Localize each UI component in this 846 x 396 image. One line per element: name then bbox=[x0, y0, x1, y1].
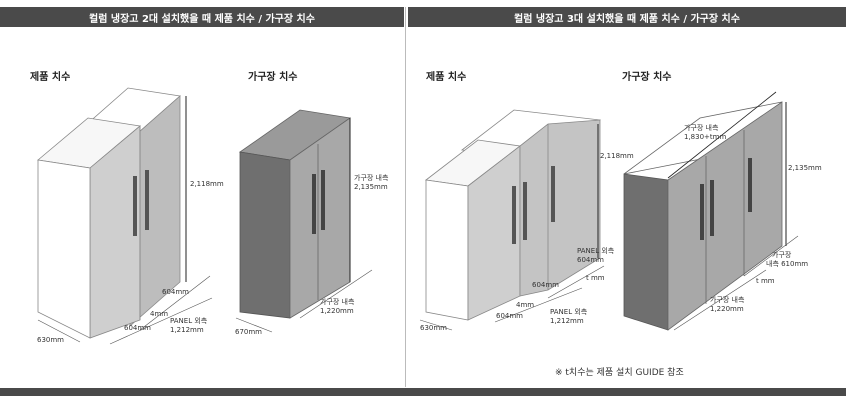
left-panel-value: 1,212mm bbox=[170, 326, 204, 334]
left-cabinet-depth: 670mm bbox=[235, 328, 262, 336]
install-guide-note: ※ t치수는 제품 설치 GUIDE 참조 bbox=[555, 368, 684, 378]
right-cabinet-height: 2,135mm bbox=[788, 164, 822, 172]
left-gap: 4mm bbox=[150, 310, 168, 318]
left-width-b: 604mm bbox=[124, 324, 151, 332]
panel-divider bbox=[405, 7, 406, 387]
right-cabinet-top-label: 가구장 내측 bbox=[684, 123, 719, 132]
right-panel-label: PANEL 외측 bbox=[550, 307, 588, 316]
left-product-fridge bbox=[37, 87, 181, 339]
header-two-units: 컬럼 냉장고 2대 설치했을 때 제품 치수 / 가구장 치수 bbox=[0, 7, 404, 27]
right-cabinet-t-gap: t mm bbox=[756, 277, 775, 285]
right-cabinet-top-value: 1,830+tmm bbox=[684, 133, 726, 141]
right-product-height: 2,118mm bbox=[600, 152, 634, 160]
right-product-fridge bbox=[425, 109, 602, 321]
right-width-a: 604mm bbox=[532, 281, 559, 289]
right-panel-outer-label: PANEL 외측 bbox=[577, 246, 615, 255]
footer-bar bbox=[0, 388, 846, 396]
left-cabinet-height-value: 2,135mm bbox=[354, 183, 388, 191]
right-t-gap: t mm bbox=[586, 274, 605, 282]
left-width-a: 604mm bbox=[162, 288, 189, 296]
right-cabinet-width-label: 가구장 내측 bbox=[710, 295, 745, 304]
right-cabinet-width-value: 1,220mm bbox=[710, 305, 744, 313]
left-product-title: 제품 치수 bbox=[30, 72, 71, 83]
left-cabinet bbox=[238, 109, 352, 319]
left-product-depth: 630mm bbox=[37, 336, 64, 344]
right-product-title: 제품 치수 bbox=[426, 72, 467, 83]
left-cabinet-height-label: 가구장 내측 bbox=[354, 173, 389, 182]
right-panel-value: 1,212mm bbox=[550, 317, 584, 325]
right-cabinet bbox=[623, 101, 783, 331]
left-cabinet-width-label: 가구장 내측 bbox=[320, 297, 355, 306]
right-product-depth: 630mm bbox=[420, 324, 447, 332]
left-product-height: 2,118mm bbox=[190, 180, 224, 188]
right-panel-outer-value: 604mm bbox=[577, 256, 604, 264]
left-cabinet-width-value: 1,220mm bbox=[320, 307, 354, 315]
right-width-b: 604mm bbox=[496, 312, 523, 320]
left-cabinet-title: 가구장 치수 bbox=[248, 72, 298, 83]
header-three-units: 컬럼 냉장고 3대 설치했을 때 제품 치수 / 가구장 치수 bbox=[408, 7, 846, 27]
right-cabinet-title: 가구장 치수 bbox=[622, 72, 672, 83]
right-cabinet-side-value: 내측 610mm bbox=[766, 259, 808, 268]
left-panel-label: PANEL 외측 bbox=[170, 316, 208, 325]
right-cabinet-side-label: 가구장 bbox=[772, 250, 792, 259]
right-gap: 4mm bbox=[516, 301, 534, 309]
